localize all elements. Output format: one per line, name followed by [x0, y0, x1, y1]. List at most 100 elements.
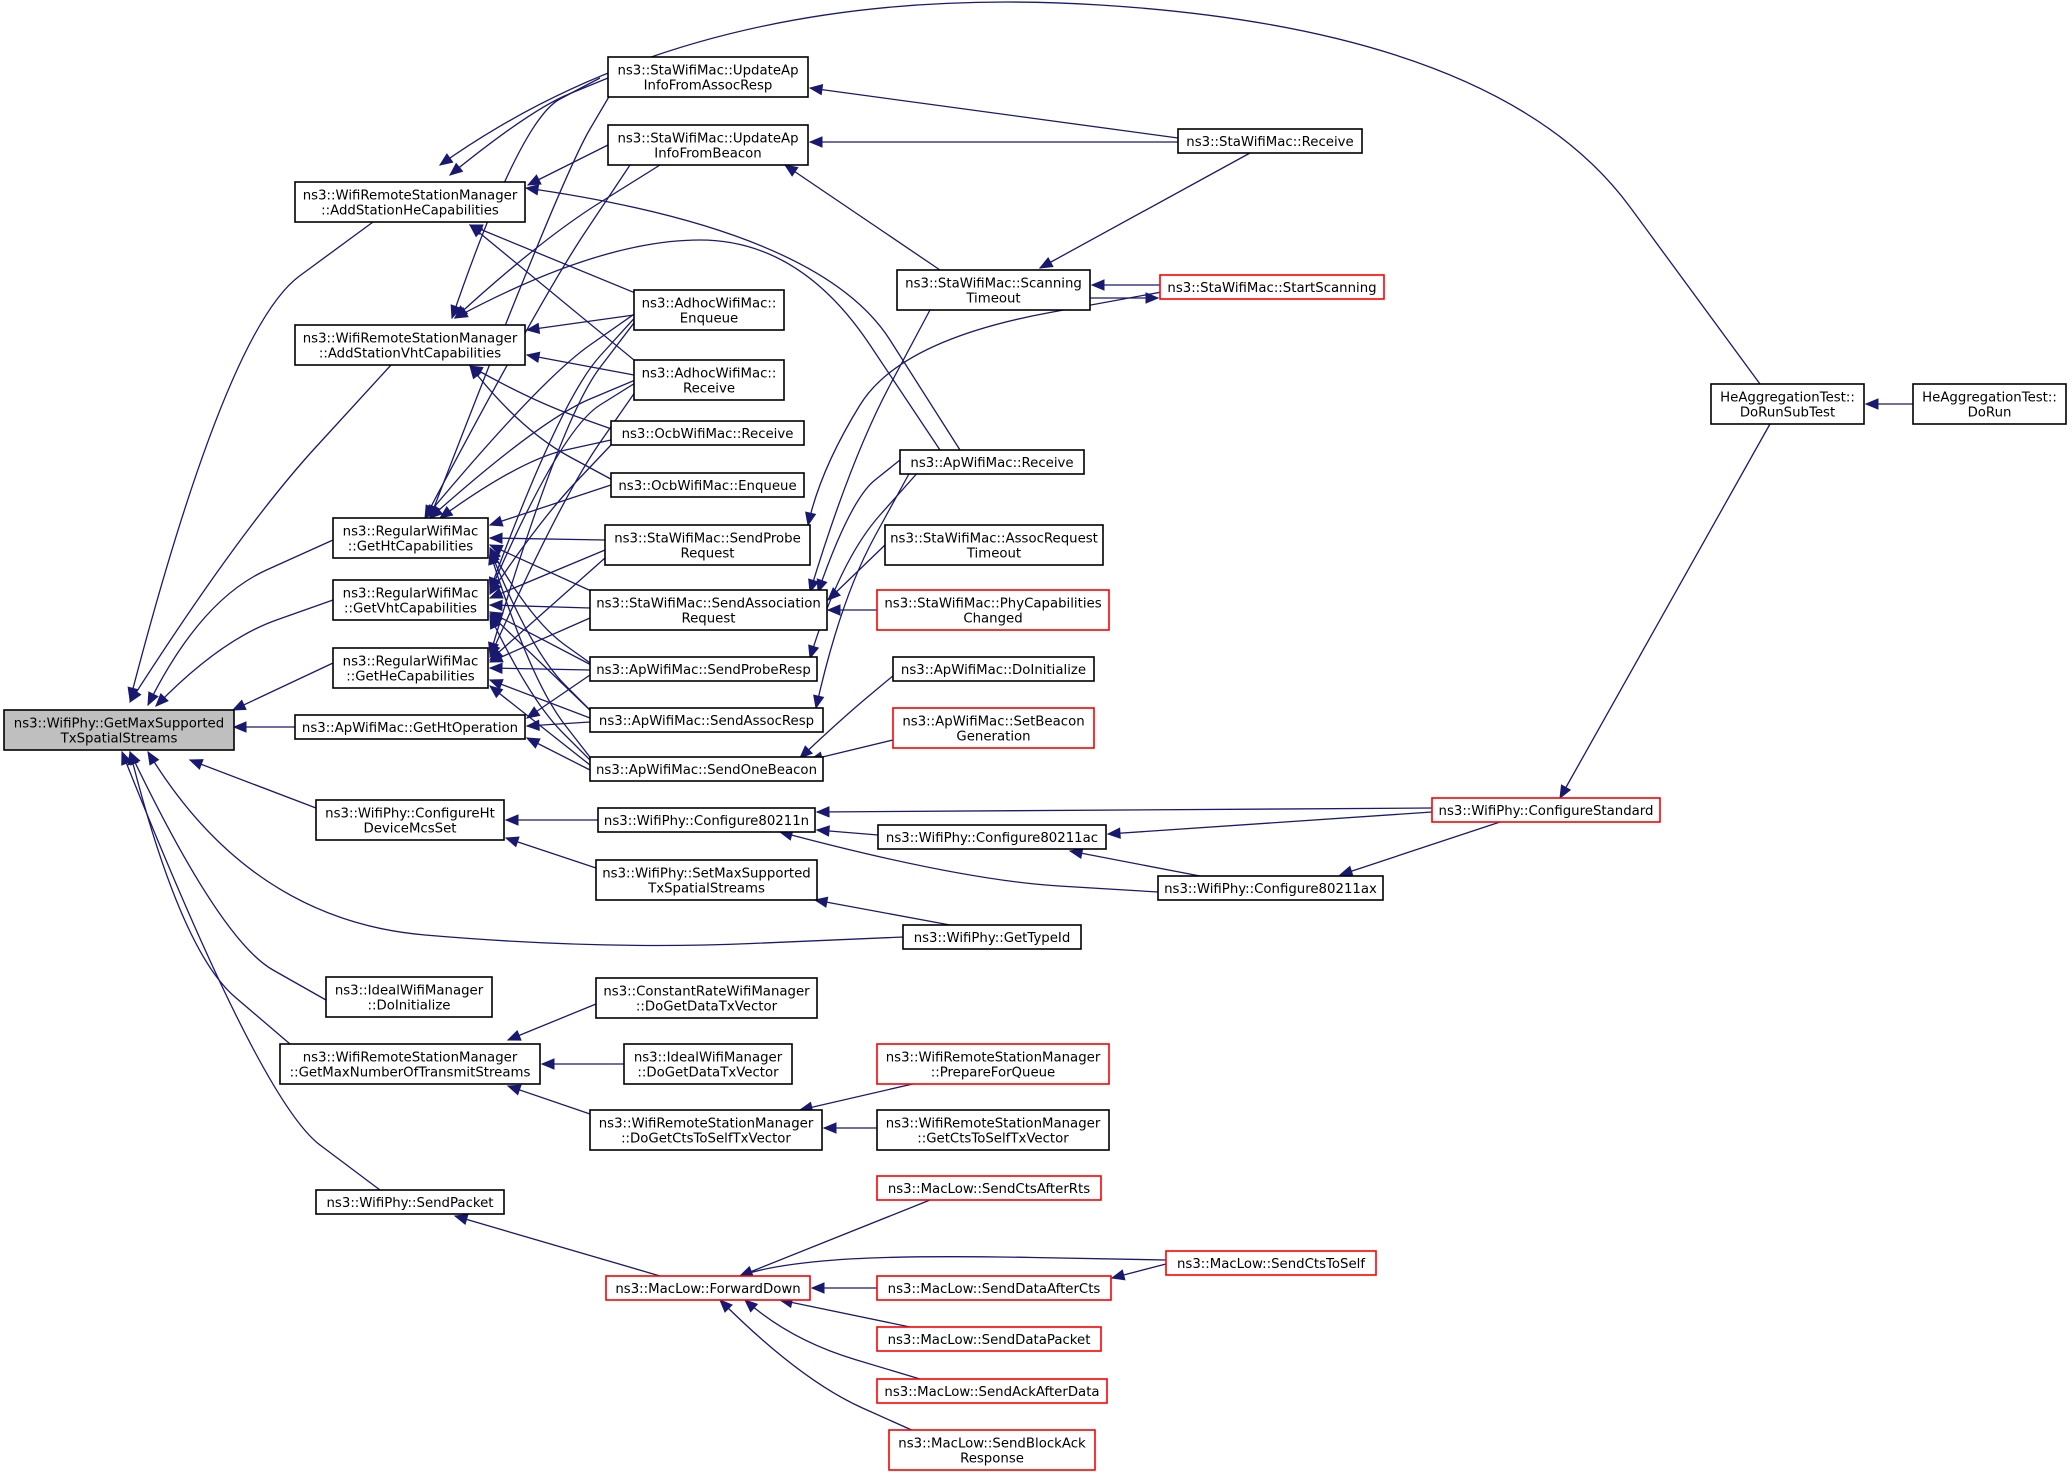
node-label: Generation — [956, 730, 1030, 745]
node-apAssocResp[interactable]: ns3::ApWifiMac::SendAssocResp — [589, 707, 824, 733]
edge-doGetCts-to-getMaxNum — [506, 1084, 591, 1115]
edge-prepQueue-to-doGetCts — [798, 1079, 931, 1113]
edge-ocbEnq-to-getHt — [488, 484, 612, 527]
edge-line — [799, 669, 901, 759]
node-getMaxNum[interactable]: ns3::WifiRemoteStationManager::GetMaxNum… — [279, 1043, 541, 1085]
node-dataPacket[interactable]: ns3::MacLow::SendDataPacket — [876, 1326, 1102, 1352]
node-cfg11n[interactable]: ns3::WifiPhy::Configure80211n — [597, 807, 816, 833]
edge-line — [489, 379, 641, 593]
node-staRecv[interactable]: ns3::StaWifiMac::Receive — [1177, 128, 1363, 154]
node-getHeC[interactable]: ns3::RegularWifiMac::GetHeCapabilities — [332, 647, 489, 689]
edge-dataPacket-to-fwdDown — [778, 1296, 911, 1328]
node-box — [607, 124, 809, 166]
node-ctsToSelf[interactable]: ns3::MacLow::SendCtsToSelf — [1165, 1250, 1377, 1276]
node-setMaxSup[interactable]: ns3::WifiPhy::SetMaxSupportedTxSpatialSt… — [595, 859, 818, 901]
node-adhocRecv[interactable]: ns3::AdhocWifiMac::Receive — [633, 359, 785, 401]
node-getHtOp[interactable]: ns3::ApWifiMac::GetHtOperation — [294, 714, 526, 740]
edge-apBeacon-to-getHtOp — [525, 737, 591, 771]
arrowhead — [1145, 292, 1160, 304]
arrowhead — [506, 1084, 522, 1096]
edge-updAssoc-to-addHe — [448, 77, 609, 176]
edge-line — [1107, 811, 1433, 835]
node-doGetCts[interactable]: ns3::WifiRemoteStationManager::DoGetCtsT… — [589, 1109, 823, 1151]
edge-staRecv-to-scanTo — [1038, 152, 1251, 269]
edge-ocbRecv-to-getHt — [438, 439, 612, 519]
node-ctsAfterRts[interactable]: ns3::MacLow::SendCtsAfterRts — [876, 1175, 1102, 1201]
node-ocbEnq[interactable]: ns3::OcbWifiMac::Enqueue — [610, 472, 805, 498]
node-adhocEnq[interactable]: ns3::AdhocWifiMac::Enqueue — [633, 289, 785, 331]
node-label: Request — [680, 547, 734, 562]
edge-line — [739, 1199, 931, 1277]
node-getTypeId[interactable]: ns3::WifiPhy::GetTypeId — [902, 924, 1082, 950]
node-ackAfterData[interactable]: ns3::MacLow::SendAckAfterData — [876, 1378, 1108, 1404]
node-addHe[interactable]: ns3::WifiRemoteStationManager::AddStatio… — [294, 181, 526, 223]
edge-cfg11ac-to-cfg11n — [815, 825, 879, 837]
edge-cfgStd-to-cfg11ac — [1106, 811, 1433, 839]
edge-line — [129, 751, 327, 1001]
node-dataAfterCts[interactable]: ns3::MacLow::SendDataAfterCts — [876, 1275, 1112, 1301]
node-label: ns3::WifiRemoteStationManager — [886, 1117, 1101, 1132]
node-idealData[interactable]: ns3::IdealWifiManager::DoGetDataTxVector — [623, 1043, 793, 1085]
node-label: DoRunSubTest — [1740, 406, 1835, 421]
node-label: ns3::OcbWifiMac::Enqueue — [618, 479, 796, 494]
node-box — [892, 656, 1095, 682]
edge-apBeacon-to-getHt — [488, 550, 601, 771]
node-box — [899, 449, 1085, 475]
edge-line — [489, 384, 641, 658]
arrowhead — [805, 511, 817, 527]
edge-apRecv-to-addVht — [453, 239, 941, 451]
node-idealInit[interactable]: ns3::IdealWifiManager::DoInitialize — [325, 976, 493, 1018]
node-cfg11ax[interactable]: ns3::WifiPhy::Configure80211ax — [1157, 875, 1384, 901]
node-box — [876, 1175, 1102, 1201]
node-label: ns3::WifiPhy::ConfigureHt — [325, 807, 495, 822]
edge-line — [1559, 423, 1771, 799]
node-heRun[interactable]: HeAggregationTest::DoRun — [1912, 383, 2067, 425]
arrowhead — [783, 164, 799, 177]
node-getHt[interactable]: ns3::RegularWifiMac::GetHtCapabilities — [332, 517, 489, 559]
arrowhead — [129, 688, 142, 704]
node-cfg11ac[interactable]: ns3::WifiPhy::Configure80211ac — [877, 824, 1107, 850]
edge-line — [489, 613, 596, 716]
node-sendPacket[interactable]: ns3::WifiPhy::SendPacket — [315, 1189, 505, 1215]
node-label: InfoFromBeacon — [654, 147, 761, 162]
node-root[interactable]: ns3::WifiPhy::GetMaxSupportedTxSpatialSt… — [3, 709, 235, 751]
node-label: TxSpatialStreams — [647, 882, 765, 897]
node-box — [623, 1043, 793, 1085]
edge-ocbRecv-to-getVht — [489, 444, 612, 596]
arrowhead — [524, 184, 540, 196]
node-apInit[interactable]: ns3::ApWifiMac::DoInitialize — [892, 656, 1095, 682]
node-ocbRecv[interactable]: ns3::OcbWifiMac::Receive — [610, 420, 805, 446]
node-cstRate[interactable]: ns3::ConstantRateWifiManager::DoGetDataT… — [595, 977, 818, 1019]
edge-line — [507, 1003, 597, 1041]
node-getCts[interactable]: ns3::WifiRemoteStationManager::GetCtsToS… — [876, 1109, 1110, 1151]
node-startScan[interactable]: ns3::StaWifiMac::StartScanning — [1159, 274, 1385, 300]
node-cfgStd[interactable]: ns3::WifiPhy::ConfigureStandard — [1431, 797, 1661, 823]
node-apProbeResp[interactable]: ns3::ApWifiMac::SendProbeResp — [589, 656, 818, 682]
edge-line — [489, 484, 612, 526]
arrowhead — [438, 506, 454, 519]
node-addVht[interactable]: ns3::WifiRemoteStationManager::AddStatio… — [294, 324, 526, 366]
edge-line — [147, 539, 334, 706]
node-apRecv[interactable]: ns3::ApWifiMac::Receive — [899, 449, 1085, 475]
edge-line — [489, 617, 591, 663]
node-label: ::PrepareForQueue — [931, 1066, 1056, 1081]
node-label: HeAggregationTest:: — [1922, 391, 2057, 406]
node-label: ::GetHtCapabilities — [348, 540, 474, 555]
node-prepQueue[interactable]: ns3::WifiRemoteStationManager::PrepareFo… — [876, 1043, 1110, 1085]
node-apBeacon[interactable]: ns3::ApWifiMac::SendOneBeacon — [589, 756, 824, 782]
node-fwdDown[interactable]: ns3::MacLow::ForwardDown — [605, 1275, 811, 1301]
node-label: ns3::IdealWifiManager — [634, 1051, 783, 1066]
node-updAssoc[interactable]: ns3::StaWifiMac::UpdateApInfoFromAssocRe… — [607, 56, 809, 98]
node-heSub[interactable]: HeAggregationTest::DoRunSubTest — [1710, 383, 1865, 425]
edge-line — [147, 751, 904, 947]
node-getVht[interactable]: ns3::RegularWifiMac::GetVhtCapabilities — [332, 579, 489, 621]
